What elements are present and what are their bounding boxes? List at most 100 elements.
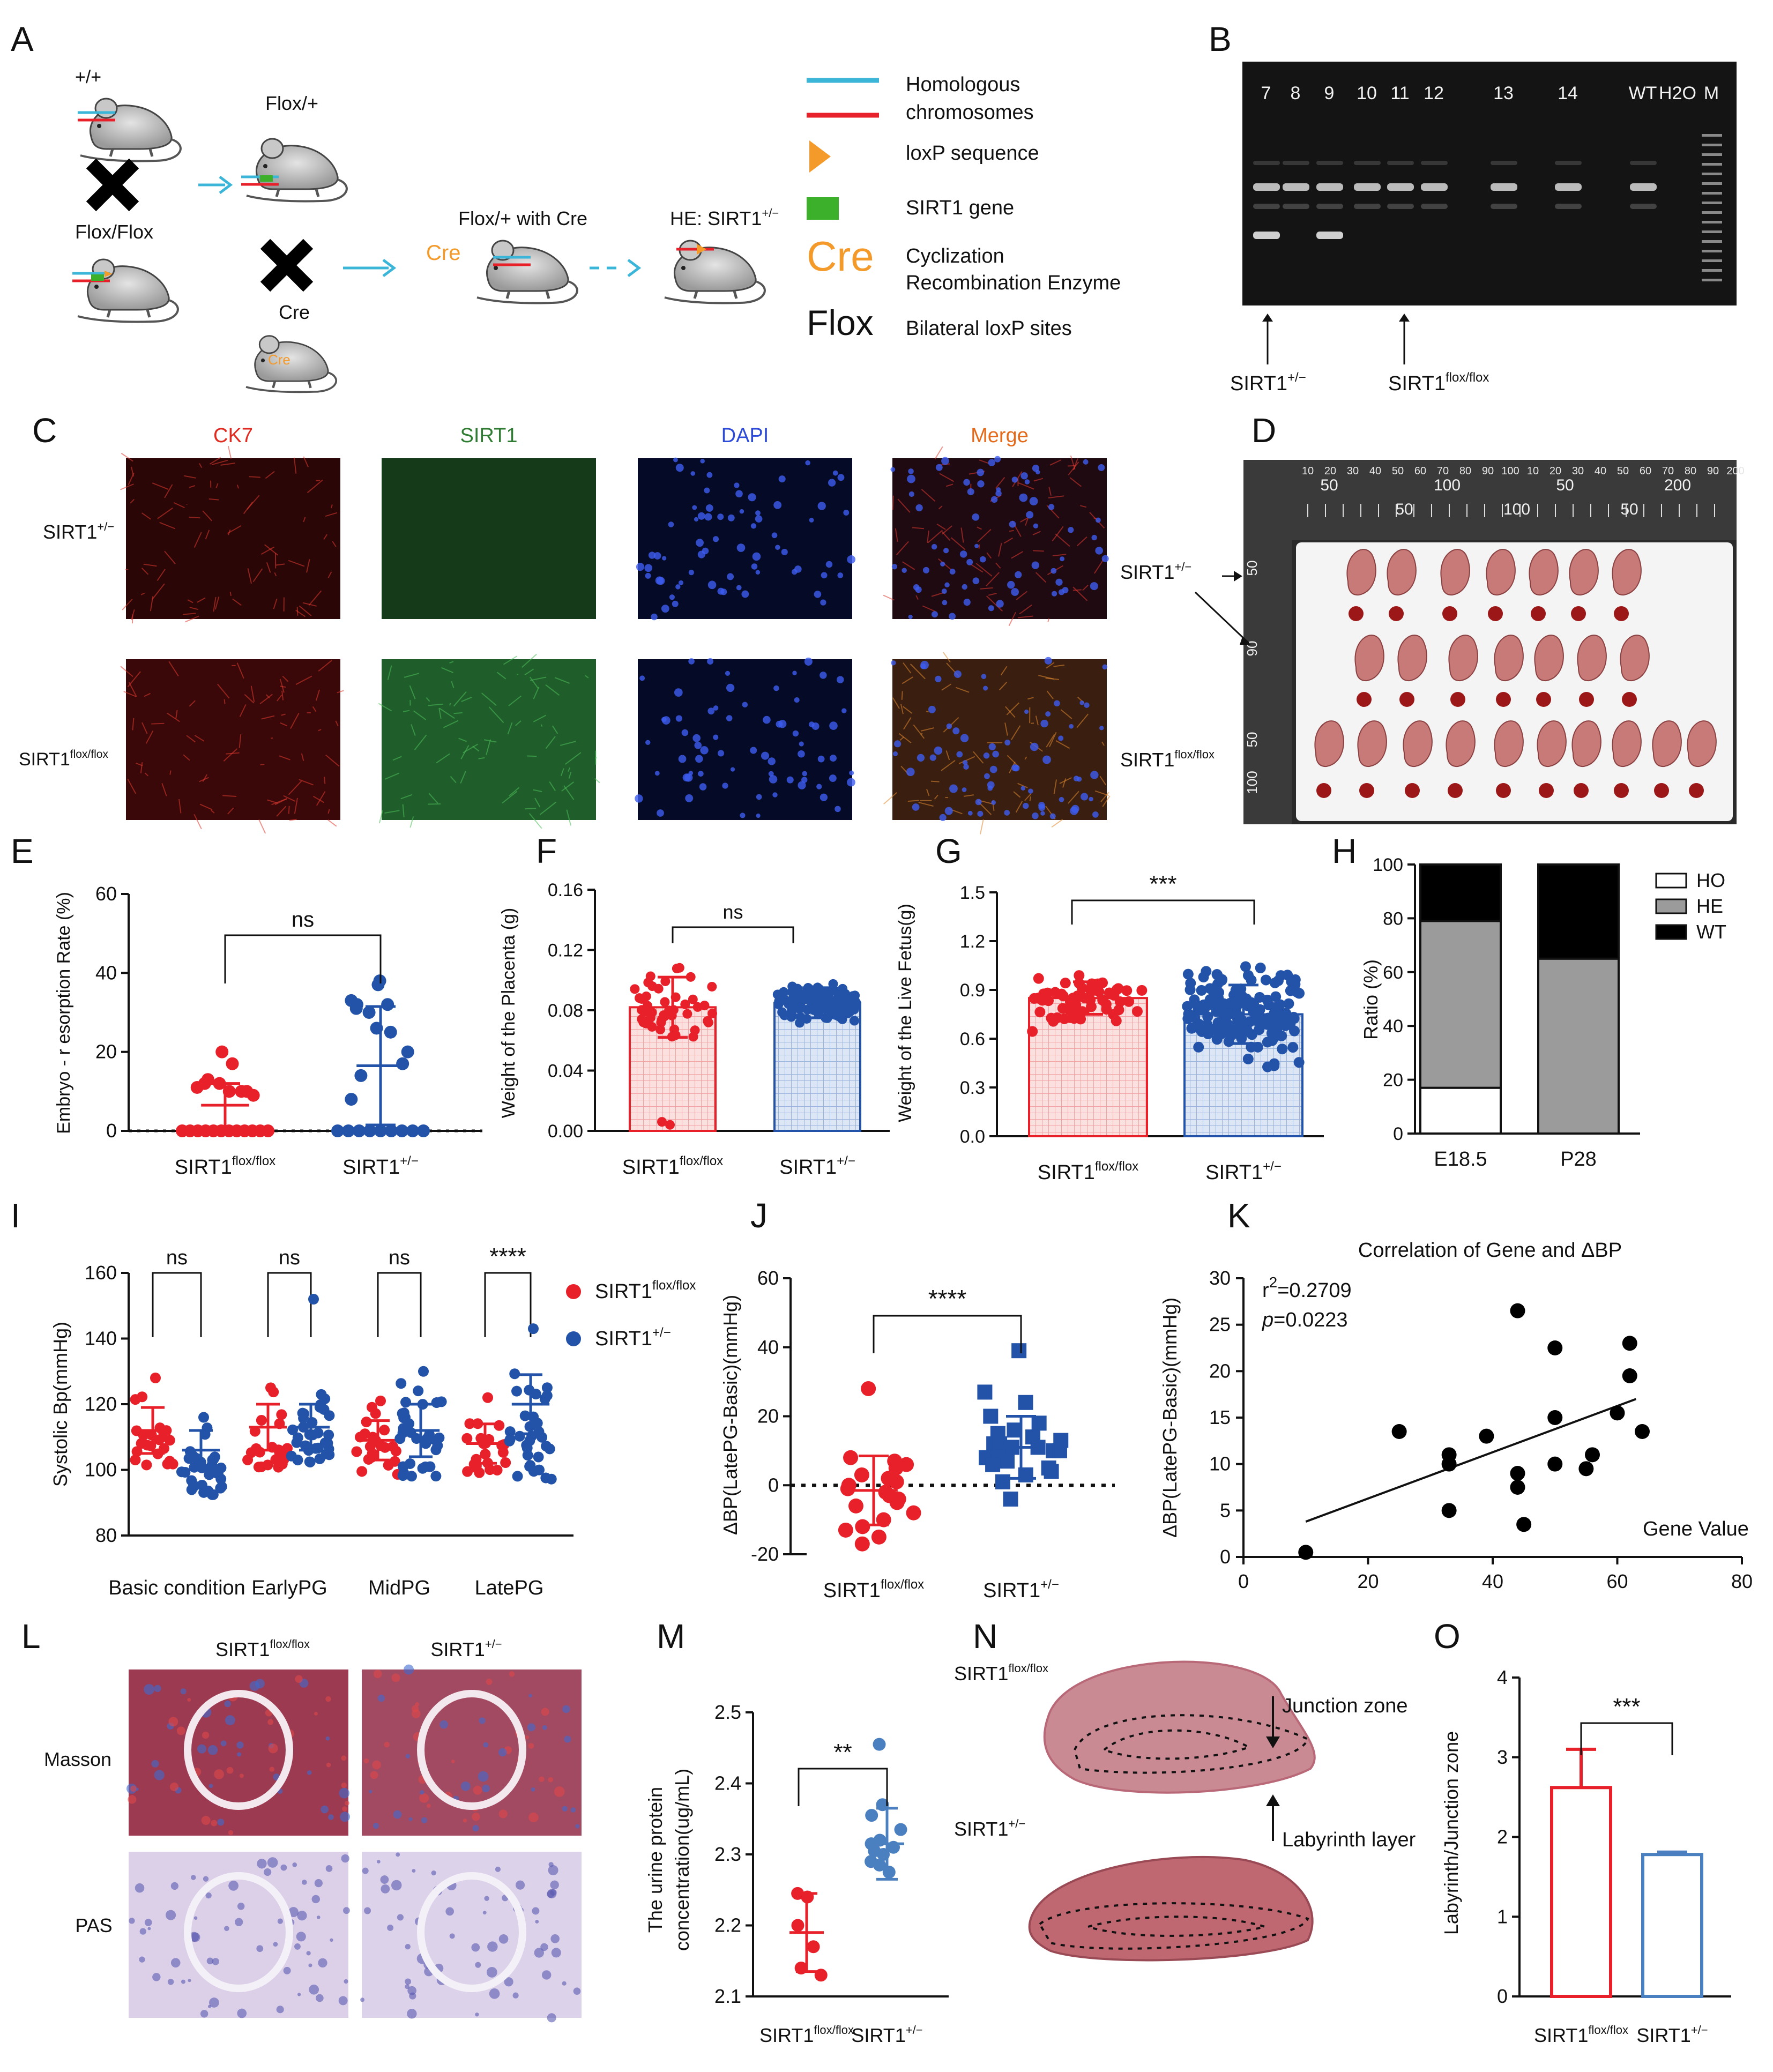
if-nucleus [736,543,746,552]
if-nucleus [736,585,742,591]
if-nucleus [700,459,705,464]
data-point [131,1446,143,1457]
if-fiber [183,754,190,761]
if-fiber [299,605,312,616]
data-point [404,1418,415,1429]
data-point [405,1458,416,1469]
histology-cell [486,1678,493,1685]
if-fiber [312,706,317,712]
if-fiber [290,713,300,729]
if-fiber [897,498,911,513]
if-nucleus [672,600,679,607]
legend-swatch [1655,873,1687,889]
embryo-label-het: SIRT1+/− [1120,560,1191,583]
placenta [1442,606,1457,621]
if-nucleus [636,563,645,571]
if-fiber [260,546,275,555]
histology-cell [237,1903,245,1910]
data-point [351,1446,362,1457]
histology-cell [176,1726,185,1735]
if-nucleus [990,496,998,503]
histology-cell [363,1758,369,1764]
data-point [1027,1026,1038,1037]
histology-cell [534,1948,544,1958]
if-nucleus [829,774,837,782]
histology-cell [343,1907,350,1914]
if-fiber [941,683,952,691]
histology-cell [297,1993,301,1996]
y-tick-label: 0.9 [960,980,985,1001]
histology-cell [498,1748,507,1757]
data-point [1270,991,1282,1002]
histology-cell [207,1745,218,1755]
if-fiber [560,741,576,746]
data-point [1049,987,1061,998]
if-fiber [325,512,338,517]
genotype-floxhet-label: Flox/+ [265,92,318,114]
histology-cell [420,1790,424,1795]
placenta [1622,692,1637,707]
histology-image [126,1669,350,1836]
data-point [432,1440,443,1451]
arrow-icon [1262,314,1273,322]
if-nucleus [684,773,693,782]
data-point [1277,1044,1288,1055]
if-fiber [594,778,600,784]
if-fiber [986,572,1000,586]
if-fiber [973,751,984,764]
if-fiber [279,755,290,761]
gel-marker-band [1702,230,1722,233]
data-point [370,1408,381,1419]
if-fiber [1047,618,1050,622]
if-fiber [450,776,457,784]
ruler-tick-label: 50 [1617,465,1629,477]
data-point [400,1397,412,1408]
data-point [209,1451,220,1463]
histology-cell [314,1879,323,1888]
if-fiber [281,713,286,716]
if-nucleus [952,727,960,735]
data-point [406,1124,419,1137]
x-category-label: SIRT1+/− [779,1154,855,1179]
histology-cell [308,1963,312,1967]
if-nucleus [828,479,836,487]
data-point [682,1009,692,1019]
data-point [985,1457,1001,1472]
data-point [876,1512,891,1527]
scatter-series [176,1412,227,1500]
if-fiber [324,777,326,784]
if-nucleus [655,576,664,585]
y-tick-label: 0 [1220,1546,1231,1568]
gel-band [1283,183,1309,191]
data-point [541,1390,553,1401]
if-fiber [281,690,284,700]
bar [1641,1853,1703,1999]
data-point [206,1459,218,1471]
if-fiber [488,706,504,724]
gel-marker-band [1702,221,1722,223]
if-image-tile [883,446,1109,627]
if-fiber [451,681,455,688]
data-point [1131,1006,1143,1017]
data-point [1196,985,1207,996]
data-point [1037,995,1048,1006]
if-nucleus [940,561,945,567]
if-nucleus [802,771,808,777]
if-fiber [898,733,912,744]
if-fiber [220,463,235,466]
data-point [494,1420,505,1431]
if-fiber [920,727,934,732]
data-point [430,1471,442,1482]
data-point [1585,1447,1600,1463]
histology-cell [328,1814,334,1820]
data-point [273,1462,284,1473]
if-nucleus [991,800,996,805]
data-point [319,1393,331,1404]
embryo [1620,635,1650,682]
histology-cell [129,1918,135,1924]
placenta [1316,783,1331,798]
gel-band [1387,161,1414,165]
data-point [894,1823,907,1836]
data-point [665,1120,675,1130]
data-point [1260,974,1271,986]
